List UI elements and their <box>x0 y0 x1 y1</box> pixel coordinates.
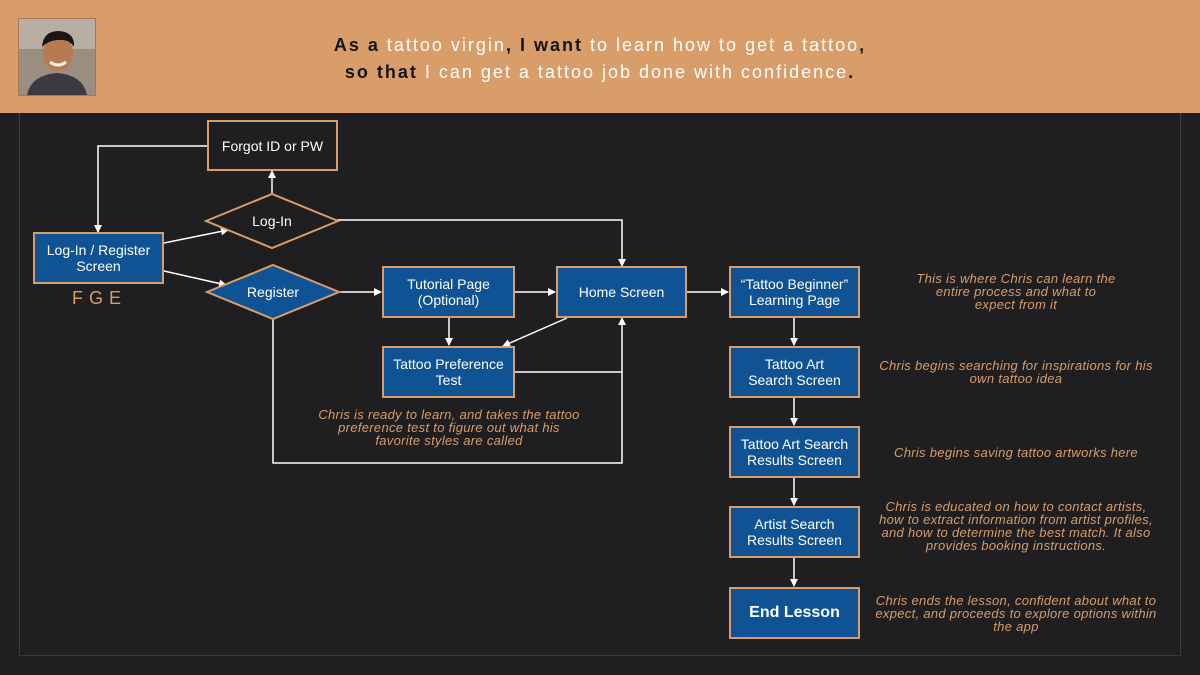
arrow-register-to-home <box>272 318 623 464</box>
note-preference: Chris is ready to learn, and takes the t… <box>318 407 580 448</box>
art-search-results-label: Tattoo Art Search Results Screen <box>740 436 849 468</box>
story-as-a: As a <box>333 35 380 55</box>
story-so-that: so that <box>344 62 418 82</box>
login-register-screen-box: Log-In / Register Screen <box>33 232 164 284</box>
forgot-id-pw-box: Forgot ID or PW <box>207 120 338 171</box>
story-header: As a tattoo virgin, I want to learn how … <box>0 0 1200 113</box>
arrow-home-to-preference <box>502 317 568 347</box>
arrow-login-to-home <box>337 219 626 267</box>
register-diamond-shape <box>204 263 342 321</box>
artist-search-results-box: Artist Search Results Screen <box>729 506 860 558</box>
story-goal: to learn how to get a tattoo <box>590 35 860 55</box>
art-search-results-box: Tattoo Art Search Results Screen <box>729 426 860 478</box>
arrow-screen-to-register <box>163 270 227 288</box>
register-decision: Register <box>207 277 339 307</box>
arrow-preference-to-home <box>515 317 626 373</box>
note-art-results: Chris begins saving tattoo artworks here <box>894 445 1138 460</box>
user-story-text: As a tattoo virgin, I want to learn how … <box>240 32 960 86</box>
beginner-learning-page-box: “Tattoo Beginner” Learning Page <box>729 266 860 318</box>
story-benefit: I can get a tattoo job done with confide… <box>424 62 849 82</box>
note-art-search: Chris begins searching for inspirations … <box>879 358 1153 386</box>
note-end: Chris ends the lesson, confident about w… <box>875 593 1157 634</box>
art-search-screen-label: Tattoo Art Search Screen <box>748 356 841 388</box>
note-artist-results: Chris is educated on how to contact arti… <box>879 499 1153 553</box>
tattoo-preference-test-box: Tattoo Preference Test <box>382 346 515 398</box>
avatar <box>18 18 96 96</box>
end-lesson-label: End Lesson <box>749 604 840 621</box>
arrow-screen-to-login <box>163 227 229 244</box>
home-screen-label: Home Screen <box>578 284 665 300</box>
story-comma: , <box>859 35 867 55</box>
home-screen-box: Home Screen <box>556 266 687 318</box>
tutorial-page-label: Tutorial Page (Optional) <box>407 276 490 308</box>
story-period: . <box>848 62 856 82</box>
beginner-learning-page-label: “Tattoo Beginner” Learning Page <box>740 276 849 308</box>
login-decision: Log-In <box>206 206 338 236</box>
arrow-forgot-to-login-screen <box>94 145 207 233</box>
artist-search-results-label: Artist Search Results Screen <box>747 516 842 548</box>
login-register-screen-label: Log-In / Register Screen <box>46 242 151 274</box>
tutorial-page-box: Tutorial Page (Optional) <box>382 266 515 318</box>
end-lesson-box: End Lesson <box>729 587 860 639</box>
register-label: Register <box>246 284 300 300</box>
login-label: Log-In <box>252 213 292 229</box>
diagram-frame <box>19 113 1181 656</box>
story-comma: , <box>505 35 513 55</box>
story-persona: tattoo virgin <box>386 35 506 55</box>
forgot-id-pw-label: Forgot ID or PW <box>221 137 324 154</box>
tattoo-preference-test-label: Tattoo Preference Test <box>393 356 504 388</box>
fge-label: FGE <box>72 288 128 308</box>
art-search-screen-box: Tattoo Art Search Screen <box>729 346 860 398</box>
persona-photo <box>19 19 95 95</box>
story-i-want: I want <box>519 35 583 55</box>
login-diamond-shape <box>203 192 341 250</box>
note-beginner: This is where Chris can learn the entire… <box>916 271 1116 312</box>
